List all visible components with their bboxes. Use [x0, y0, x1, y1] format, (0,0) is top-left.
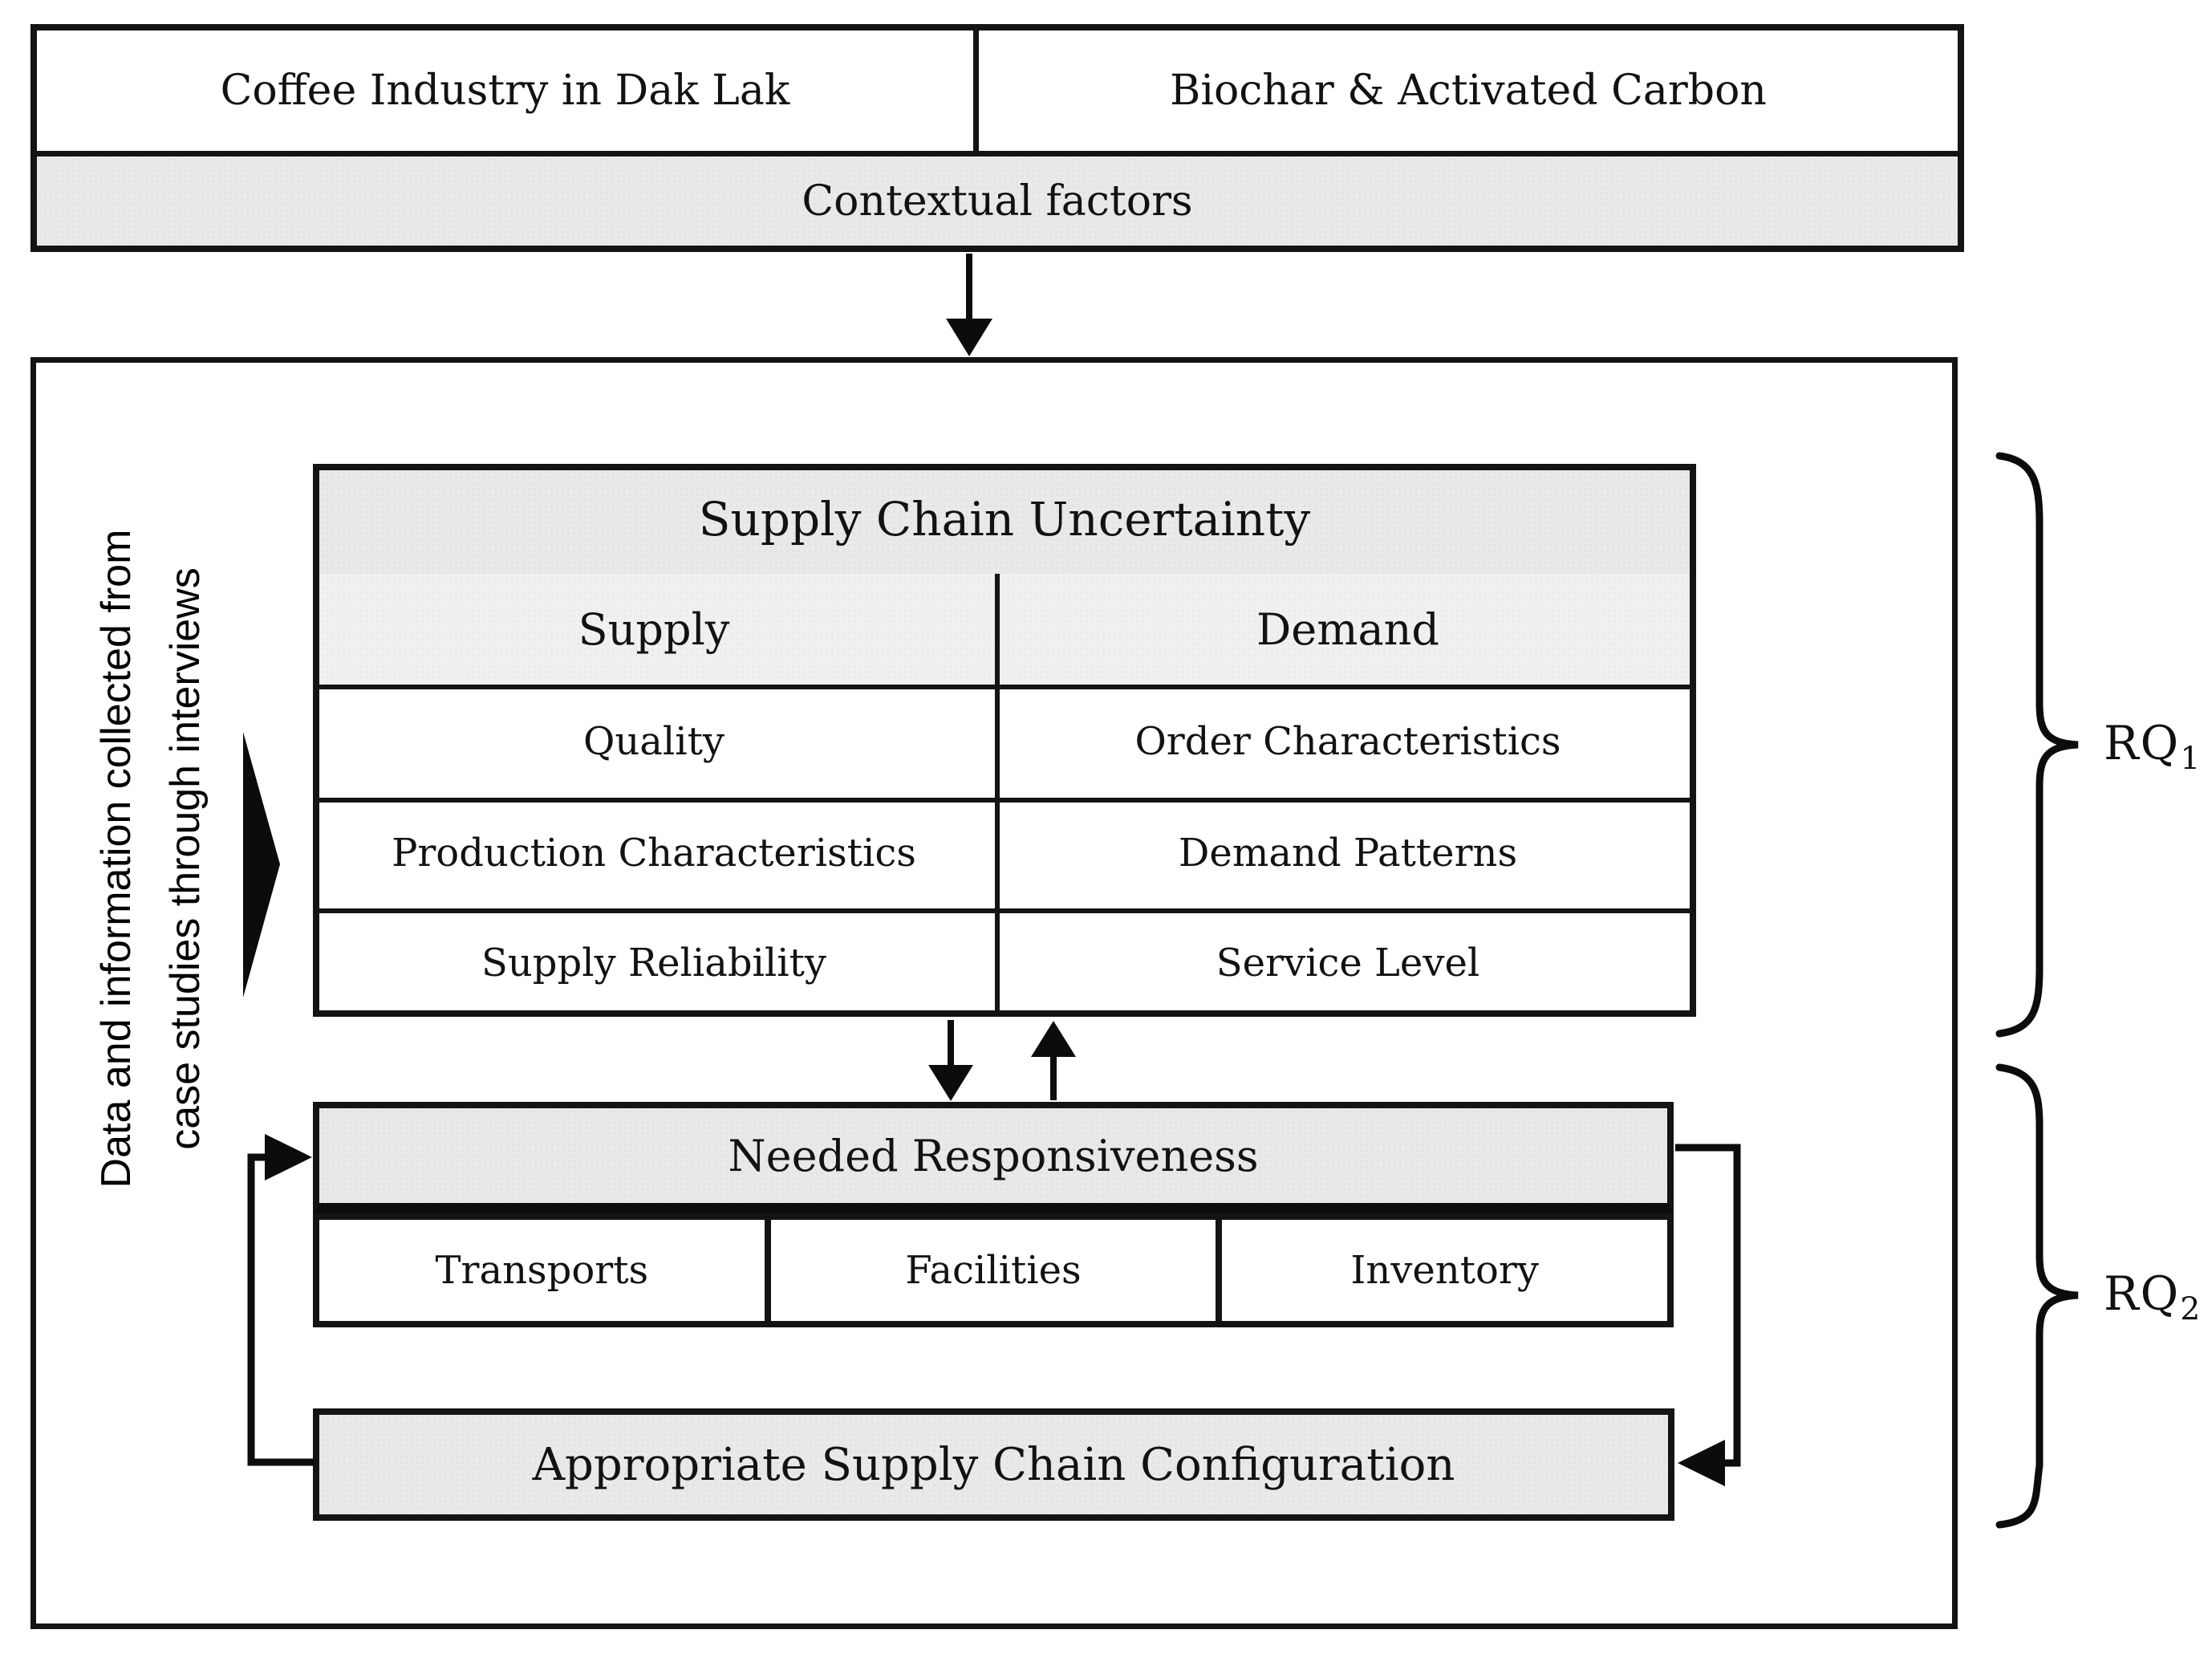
biochar-activated-carbon-box: Biochar & Activated Carbon	[1170, 67, 1767, 115]
supply-chain-configuration-box: Appropriate Supply Chain Configuration	[313, 1408, 1674, 1521]
coffee-industry-box: Coffee Industry in Dak Lak	[37, 30, 979, 151]
cell-inventory: Inventory	[1216, 1220, 1667, 1321]
rq2-text: RQ	[2104, 1266, 2181, 1321]
uncertainty-table-title: Supply Chain Uncertainty	[313, 464, 1696, 579]
interviews-annotation-line1: Data and information collected from	[93, 529, 140, 1189]
uncertainty-column-head-row: Supply Demand	[313, 574, 1696, 689]
cell-quality: Quality	[313, 685, 1000, 798]
context-banner: Coffee Industry in Dak Lak Biochar & Act…	[30, 24, 1964, 252]
uncertainty-table: Supply Chain Uncertainty Supply Demand Q…	[313, 464, 1696, 1017]
contextual-factors-band: Contextual factors	[37, 151, 1958, 246]
column-head-supply: Supply	[313, 574, 1000, 685]
cell-order-characteristics: Order Characteristics	[1134, 718, 1561, 764]
banner-to-main-arrow-head	[946, 319, 992, 356]
rq2-subscript: 2	[2180, 1290, 2202, 1328]
cell-transports: Transports	[435, 1248, 649, 1293]
responsiveness-cells-row: Transports Facilities Inventory	[313, 1213, 1674, 1327]
rq2-brace	[1995, 1063, 2079, 1529]
rq1-brace	[1995, 452, 2079, 1038]
cell-facilities: Facilities	[764, 1220, 1216, 1321]
table-row: Quality Order Characteristics	[313, 685, 1696, 803]
main-frame	[30, 357, 1958, 1629]
rq1-text: RQ	[2104, 716, 2181, 770]
table-row: Production Characteristics Demand Patter…	[313, 798, 1696, 913]
needed-responsiveness-box: Needed Responsiveness	[313, 1102, 1674, 1213]
interviews-annotation: Data and information collected from case…	[82, 417, 220, 1300]
cell-service-level: Service Level	[1216, 940, 1480, 985]
column-head-demand: Demand	[1000, 574, 1696, 685]
rq2-label: RQ2	[2104, 1266, 2202, 1325]
context-banner-top-row: Coffee Industry in Dak Lak Biochar & Act…	[37, 30, 1958, 151]
interviews-annotation-line2: case studies through interviews	[162, 567, 209, 1150]
rq1-subscript: 1	[2180, 740, 2202, 778]
cell-demand-patterns: Demand Patterns	[1178, 831, 1518, 876]
rq1-label: RQ1	[2104, 716, 2202, 774]
table-row: Supply Reliability Service Level	[313, 908, 1696, 1017]
cell-production-characteristics: Production Characteristics	[313, 798, 1000, 908]
cell-supply-reliability: Supply Reliability	[313, 908, 1000, 1017]
